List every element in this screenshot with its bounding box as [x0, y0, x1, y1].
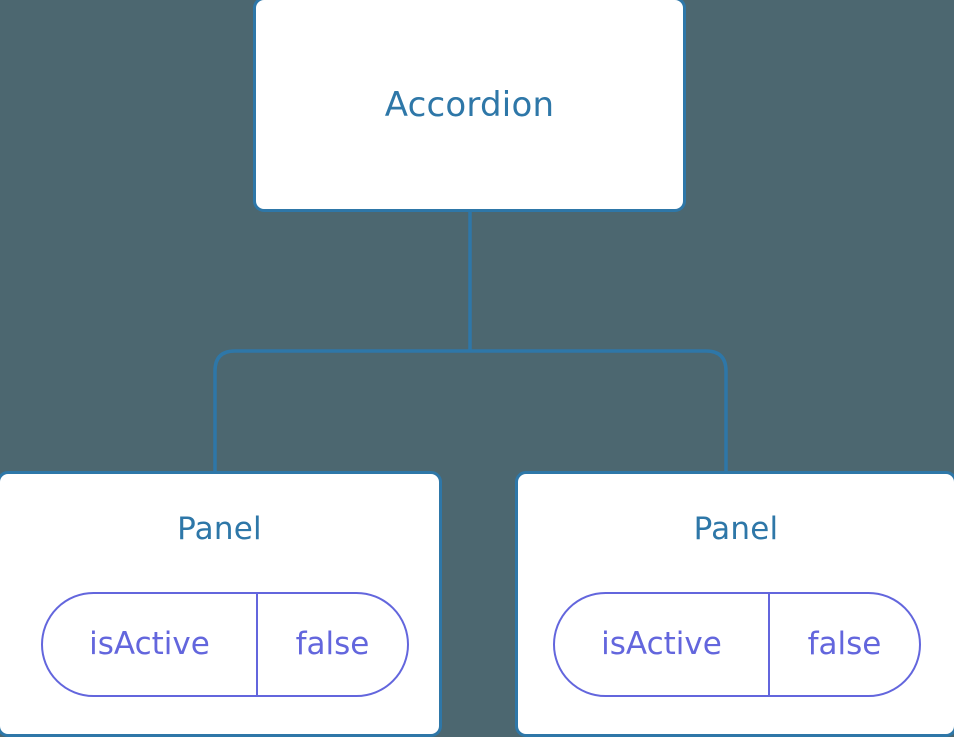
- node-panel-right[interactable]: Panel isActive false: [515, 471, 954, 737]
- state-value-panel-right: false: [768, 594, 919, 695]
- node-panel-left-title: Panel: [177, 511, 262, 547]
- edge-root-to-panel-right: [470, 349, 728, 473]
- node-panel-left[interactable]: Panel isActive false: [0, 471, 442, 737]
- state-key-panel-left: isActive: [89, 626, 210, 662]
- state-pill-panel-right[interactable]: isActive false: [553, 592, 921, 697]
- node-accordion[interactable]: Accordion: [253, 0, 686, 212]
- edge-root-to-panel-left: [213, 349, 470, 473]
- state-value-panel-left: false: [256, 594, 407, 695]
- node-accordion-title: Accordion: [384, 84, 555, 125]
- node-panel-right-title: Panel: [693, 511, 779, 547]
- state-pill-panel-left[interactable]: isActive false: [41, 592, 409, 697]
- state-key-panel-right: isActive: [601, 626, 722, 662]
